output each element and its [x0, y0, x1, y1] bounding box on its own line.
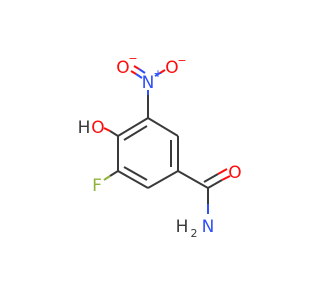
- ring-bond: [147, 170, 179, 189]
- amide-h-subscript: 2: [191, 227, 198, 240]
- nitro-nitrogen-charge: +: [153, 67, 162, 80]
- c-f-bond-b: [103, 175, 111, 181]
- nitro-oxygen-left-charge: −: [128, 52, 137, 65]
- nitro-oxygen-left-label: O: [116, 58, 129, 78]
- atom-labels: O − N + O − H O F O H 2 N: [78, 52, 242, 240]
- nitro-n-o-left-bond-b: [130, 70, 137, 75]
- amide-c-o-bond-d: [217, 168, 228, 175]
- c-o-hydroxyl-bond-b: [103, 127, 111, 132]
- benzene-ring: [117, 117, 179, 189]
- nitro-oxygen-right-label: O: [165, 58, 178, 78]
- hydroxyl-h-label: H: [78, 118, 91, 138]
- amide-c-o-bond-b: [221, 175, 231, 181]
- nitro-n-o-right-bond-b: [159, 69, 166, 74]
- amide-h-label: H: [176, 217, 189, 237]
- ring-bond-inner: [123, 166, 148, 181]
- hydroxyl-o-label: O: [91, 118, 104, 138]
- ring-bond: [117, 117, 149, 137]
- ring-bond: [147, 117, 179, 137]
- ring-bond-inner: [123, 125, 148, 141]
- fluorine-label: F: [92, 176, 102, 196]
- ring-bond: [117, 170, 149, 189]
- nitro-n-o-left-bond-a: [135, 73, 143, 79]
- amide-n-label: N: [202, 217, 215, 237]
- c-o-hydroxyl-bond-a: [109, 130, 119, 137]
- c-f-bond-a: [109, 170, 119, 177]
- nitro-oxygen-right-charge: −: [177, 54, 186, 67]
- molecule-diagram: O − N + O − H O F O H 2 N: [78, 52, 242, 240]
- amide-c-o-bond-a: [207, 179, 223, 189]
- nitro-nitrogen-label: N: [142, 73, 155, 93]
- amide-c-o-bond-c: [203, 173, 219, 183]
- nitro-n-o-left-bond-d: [133, 65, 140, 70]
- amide-oxygen-label: O: [228, 163, 241, 183]
- substituent-bonds: [103, 65, 231, 214]
- nitro-n-o-right-bond-a: [154, 72, 161, 77]
- nitro-n-o-left-bond-c: [138, 68, 146, 74]
- c-c-amide-bond: [177, 170, 209, 189]
